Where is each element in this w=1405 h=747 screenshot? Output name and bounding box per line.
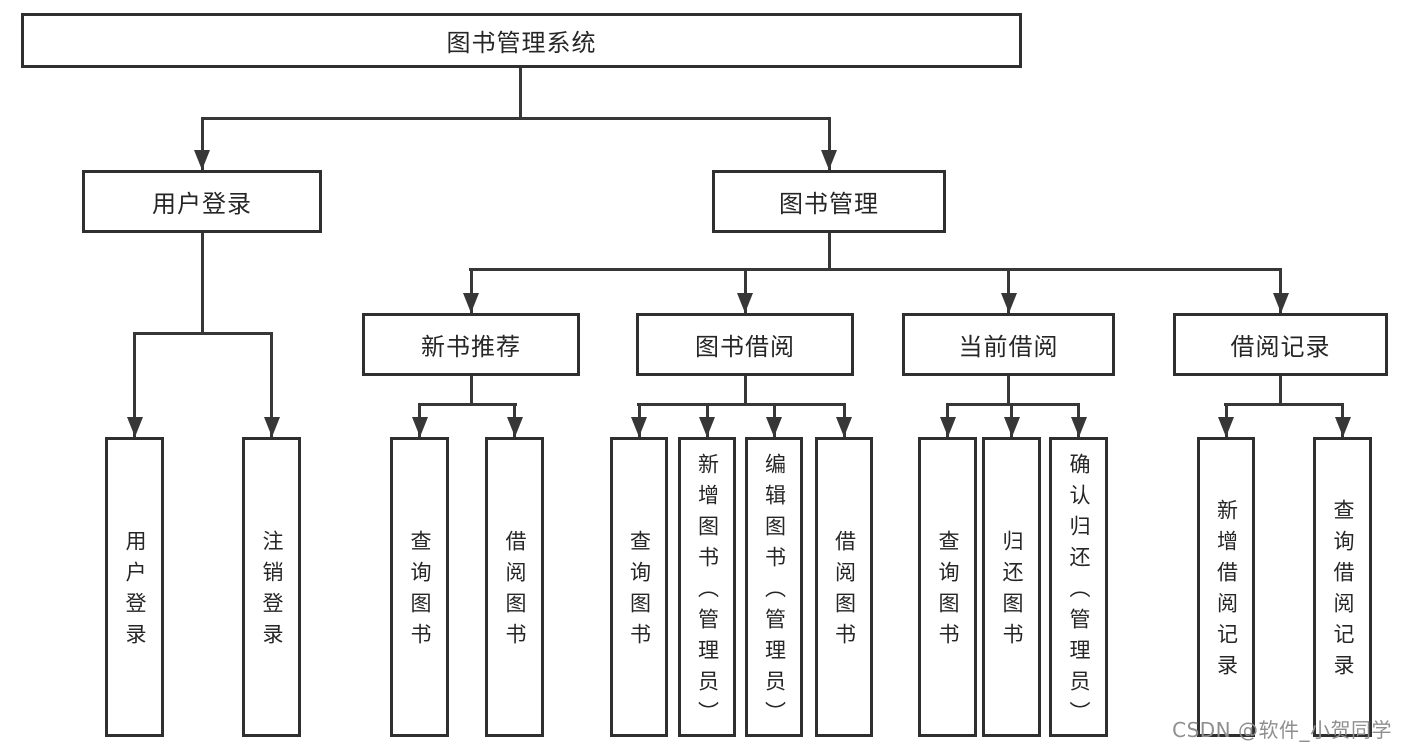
arrow-borrow-add	[705, 403, 709, 437]
arrow-to-user-login	[200, 117, 204, 170]
arrow-to-book-management	[827, 117, 831, 170]
node-root-label: 图书管理系统	[446, 29, 597, 57]
arrow-to-current-borrowing	[1007, 268, 1010, 313]
leaf-confirm-return-admin-label: 确认归还（管理员）	[1067, 452, 1091, 732]
connector-borrow-drop	[743, 376, 747, 405]
node-current-borrowing-label: 当前借阅	[958, 333, 1059, 361]
leaf-borrow-books: 借阅图书	[815, 437, 873, 737]
node-user-login: 用户登录	[82, 170, 322, 233]
connector-user-login-drop	[200, 233, 204, 334]
leaf-query-borrow-record: 查询借阅记录	[1313, 437, 1372, 737]
node-new-book-recommendation: 新书推荐	[362, 313, 580, 376]
connector-root-drop	[518, 68, 522, 120]
leaf-confirm-return-admin: 确认归还（管理员）	[1049, 437, 1108, 737]
connector-level3-bar	[469, 268, 1282, 271]
leaf-add-borrow-record-label: 新增借阅记录	[1214, 499, 1239, 685]
connector-recommend-drop	[469, 376, 473, 405]
leaf-logout-label: 注销登录	[260, 530, 284, 654]
node-user-login-label: 用户登录	[152, 190, 252, 218]
arrow-current-return	[1010, 403, 1013, 437]
leaf-edit-books-admin-label: 编辑图书（管理员）	[762, 452, 787, 732]
node-current-borrowing: 当前借阅	[902, 313, 1115, 376]
leaf-query-books-borrow-label: 查询图书	[627, 530, 652, 654]
arrow-to-book-borrowing	[743, 268, 747, 313]
leaf-add-books-admin-label: 新增图书（管理员）	[695, 452, 720, 732]
node-root: 图书管理系统	[21, 13, 1022, 68]
node-book-management-label: 图书管理	[779, 190, 879, 218]
leaf-query-borrow-record-label: 查询借阅记录	[1331, 499, 1355, 685]
leaf-logout: 注销登录	[242, 437, 301, 737]
arrow-records-add	[1224, 403, 1228, 437]
arrow-current-query	[946, 403, 949, 437]
arrow-current-confirm	[1077, 403, 1080, 437]
arrow-to-leaf-logout	[270, 332, 273, 437]
leaf-query-books-recommend-label: 查询图书	[408, 530, 432, 654]
arrow-borrow-edit	[772, 403, 776, 437]
node-book-management: 图书管理	[712, 170, 946, 233]
leaf-user-login-label: 用户登录	[123, 530, 147, 654]
leaf-edit-books-admin: 编辑图书（管理员）	[745, 437, 803, 737]
leaf-return-books: 归还图书	[982, 437, 1041, 737]
connector-level1-bar	[200, 117, 831, 120]
arrow-borrow-query	[637, 403, 641, 437]
leaf-borrow-books-recommend: 借阅图书	[485, 437, 544, 737]
node-borrowing-records-label: 借阅记录	[1230, 333, 1331, 361]
leaf-borrow-books-label: 借阅图书	[832, 530, 857, 654]
arrow-to-leaf-user-login	[133, 332, 136, 437]
leaf-user-login: 用户登录	[105, 437, 164, 737]
leaf-query-books-recommend: 查询图书	[390, 437, 449, 737]
csdn-watermark: CSDN @软件_小贺同学	[1172, 718, 1392, 742]
leaf-query-books-current: 查询图书	[918, 437, 977, 737]
leaf-query-books-current-label: 查询图书	[936, 530, 960, 654]
connector-records-bar	[1224, 403, 1343, 406]
arrow-records-query	[1341, 403, 1344, 437]
arrow-to-new-book-recommendation	[469, 268, 473, 313]
connector-user-login-bar	[133, 332, 273, 335]
arrow-to-borrowing-records	[1279, 268, 1282, 313]
leaf-borrow-books-recommend-label: 借阅图书	[503, 530, 527, 654]
arrow-recommend-query	[418, 403, 421, 437]
connector-recommend-bar	[418, 403, 517, 406]
node-book-borrowing: 图书借阅	[636, 313, 854, 376]
node-new-book-recommendation-label: 新书推荐	[421, 333, 521, 361]
arrow-borrow-borrow	[842, 403, 846, 437]
leaf-query-books-borrow: 查询图书	[610, 437, 668, 737]
connector-borrow-bar	[637, 403, 845, 406]
leaf-return-books-label: 归还图书	[1000, 530, 1024, 654]
connector-current-drop	[1007, 376, 1010, 405]
connector-records-drop	[1279, 376, 1282, 405]
arrow-recommend-borrow	[513, 403, 516, 437]
leaf-add-borrow-record: 新增借阅记录	[1197, 437, 1255, 737]
node-borrowing-records: 借阅记录	[1173, 313, 1388, 376]
leaf-add-books-admin: 新增图书（管理员）	[678, 437, 736, 737]
node-book-borrowing-label: 图书借阅	[695, 333, 795, 361]
connector-book-management-drop	[827, 233, 831, 270]
